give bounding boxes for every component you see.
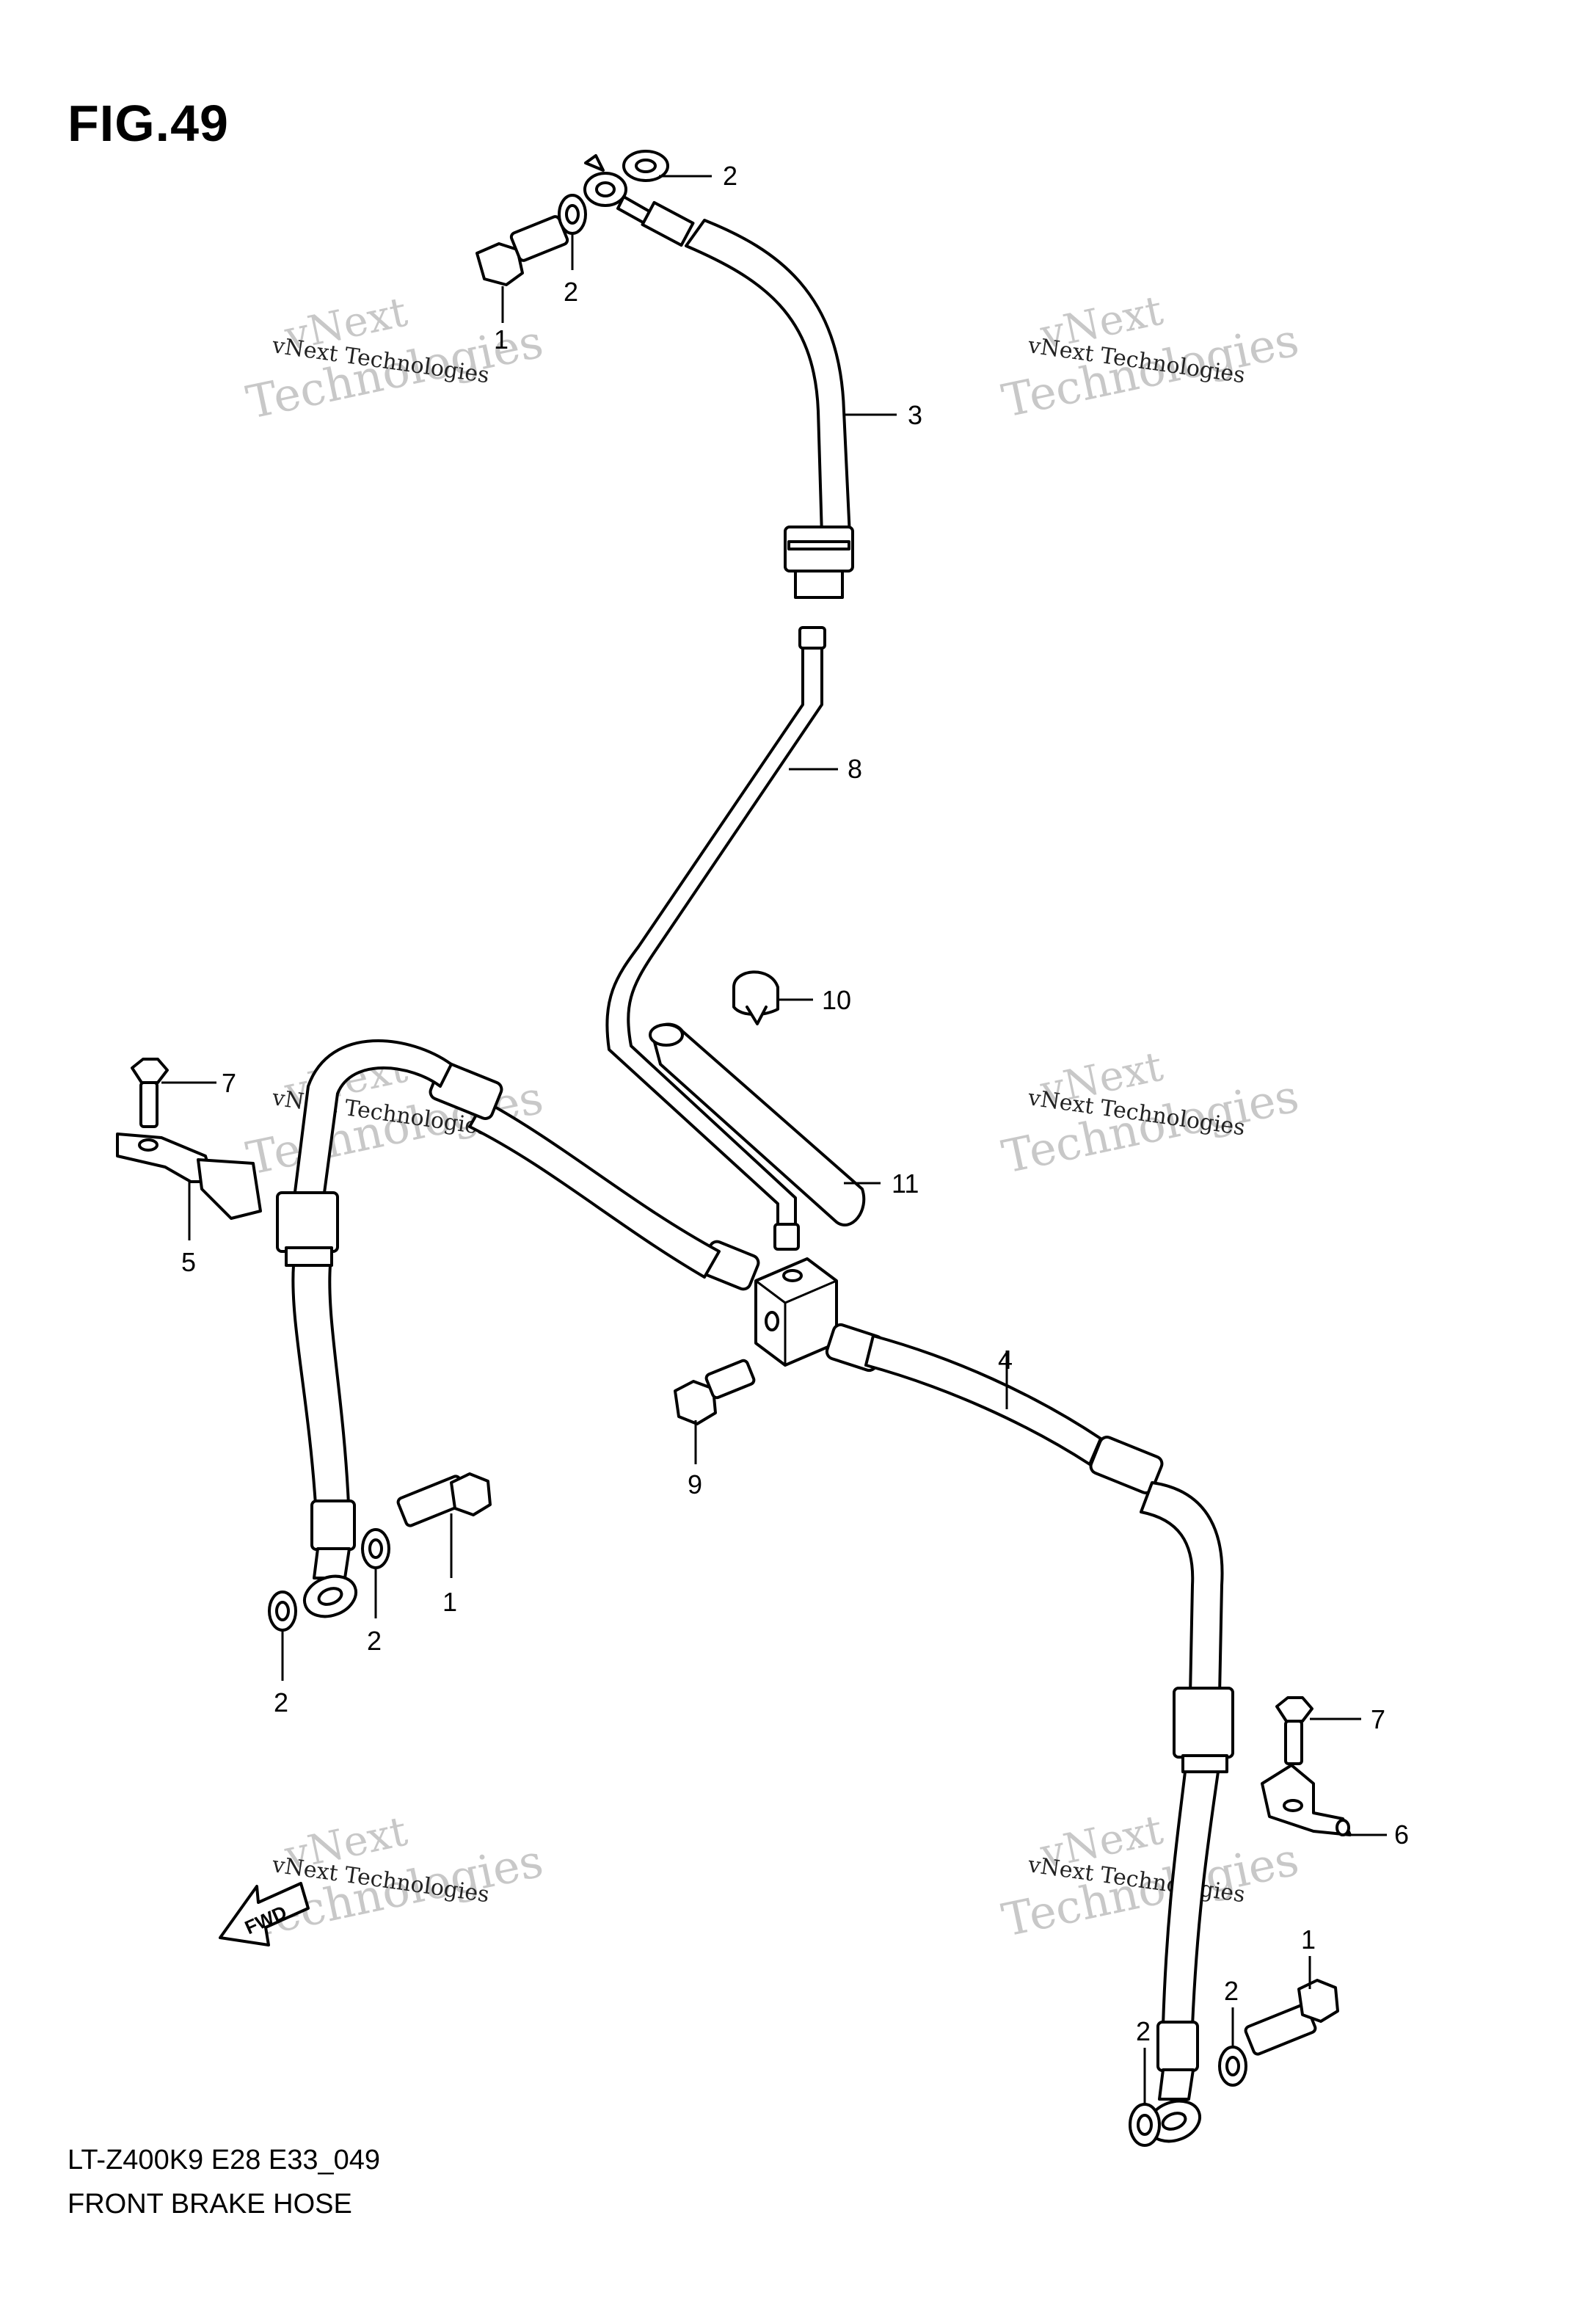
leader-lines [161,175,1387,2104]
left-brake-hose [276,1039,760,1618]
callout-2-right-washer: 2 [1224,1976,1239,2006]
union-bolt-top [475,215,569,286]
joint-mounting-bolt [674,1359,756,1425]
washer-right-1-hole [1225,2056,1240,2076]
callout-4-right-hose: 4 [998,1345,1013,1375]
hose-bracket-left [116,1133,262,1220]
union-bolt-right [1244,1979,1339,2056]
callout-2-left-washer-b: 2 [274,1687,288,1717]
callout-8-brake-pipe: 8 [848,754,862,784]
washer-left-1-hole [368,1538,383,1559]
callout-1-top-bolt: 1 [494,324,509,355]
section-name: FRONT BRAKE HOSE [68,2189,352,2220]
hose-clamp [732,970,779,1025]
callout-6-right-bracket: 6 [1394,1820,1409,1850]
washer-right-2-hole [1137,2114,1153,2136]
callout-1-left-bolt: 1 [442,1587,457,1617]
upper-brake-hose [583,154,854,599]
callout-3-upper-hose: 3 [908,400,922,430]
hose-bracket-right [1261,1764,1352,1836]
union-bolt-left [396,1472,492,1527]
callout-7-left-bolt: 7 [222,1068,236,1098]
hose-protector [649,1022,866,1226]
callout-5-left-bracket: 5 [181,1247,196,1277]
right-brake-hose [825,1323,1234,2143]
callout-9-joint-bolt: 9 [688,1469,702,1499]
callout-11-protector: 11 [892,1168,919,1199]
washer-top-1-hole [565,204,580,225]
brake-joint-block [754,1257,838,1367]
figure-title: FIG.49 [68,95,229,152]
callout-2-top-washer-b: 2 [564,277,578,307]
callout-1-right-bolt: 1 [1301,1924,1316,1955]
callout-10-clamp: 10 [822,985,851,1015]
model-code: LT-Z400K9 E28 E33_049 [68,2145,381,2175]
callout-7-right-bolt: 7 [1371,1704,1385,1734]
bracket-bolt-right [1275,1696,1313,1765]
callout-2-right-washer-b: 2 [1136,2016,1151,2046]
brake-pipe [605,626,826,1251]
bracket-bolt-left [131,1058,169,1128]
washer-top-2-hole [635,159,657,173]
washer-left-2-hole [275,1601,290,1621]
callout-2-left-washer: 2 [367,1626,382,1656]
callout-2-top-washer: 2 [723,161,737,191]
